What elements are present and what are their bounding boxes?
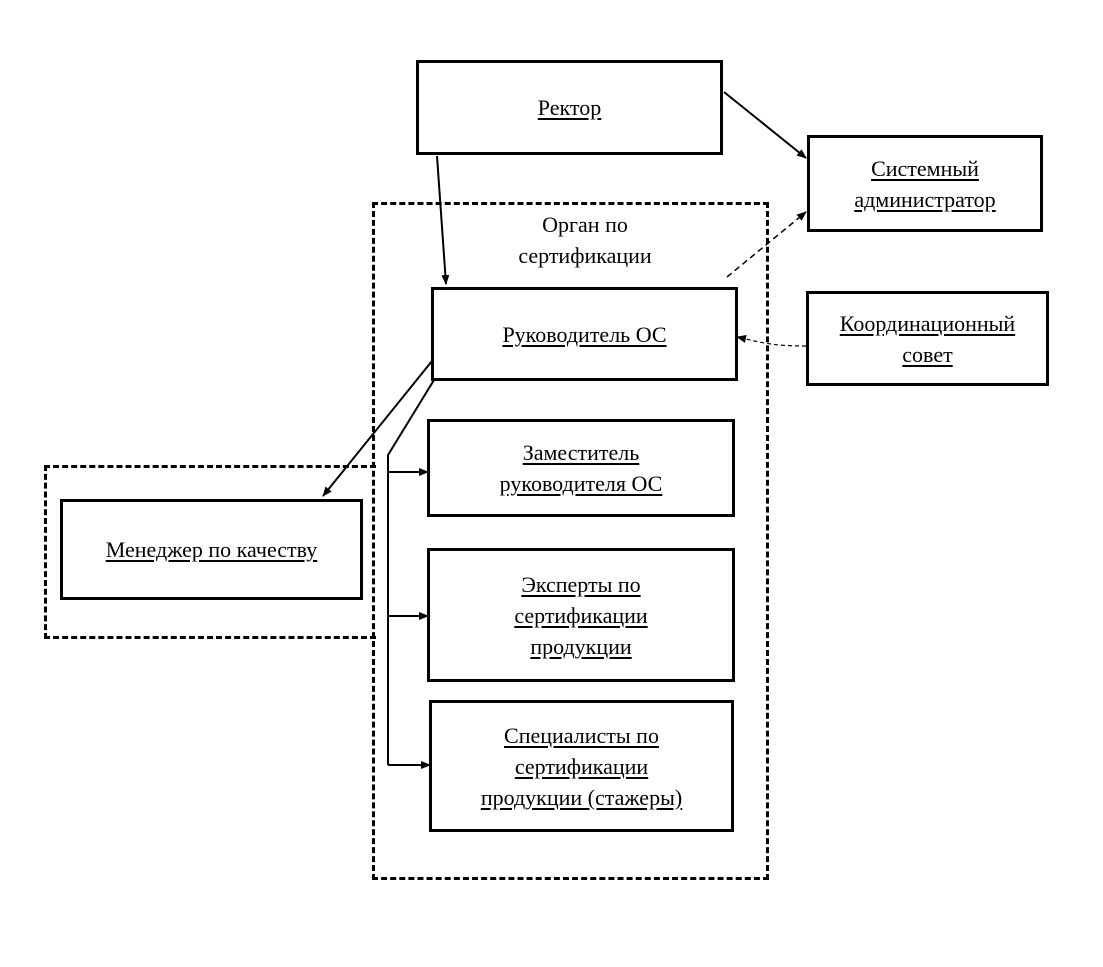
- node-specialists[interactable]: Специалисты по сертификации продукции (с…: [429, 700, 734, 832]
- node-sysadmin[interactable]: Системный администратор: [807, 135, 1043, 232]
- node-sysadmin-label: Системный администратор: [854, 155, 996, 212]
- node-quality-manager[interactable]: Менеджер по качеству: [60, 499, 363, 600]
- node-deputy-head-label: Заместитель руководителя ОС: [499, 440, 663, 496]
- node-rector[interactable]: Ректор: [416, 60, 723, 155]
- node-coordination-council[interactable]: Координационный совет: [806, 291, 1049, 386]
- edge-head-sysadmin: [726, 211, 807, 278]
- node-quality-manager-label: Менеджер по качеству: [105, 537, 318, 562]
- certification-body-group: [372, 202, 769, 880]
- edge-rector-sysadmin: [723, 91, 807, 159]
- edge-head-quality: [322, 360, 433, 497]
- node-head-cb-label: Руководитель ОС: [502, 321, 667, 347]
- node-deputy-head[interactable]: Заместитель руководителя ОС: [427, 419, 735, 517]
- certification-body-label: Орган по сертификации: [518, 212, 652, 268]
- node-specialists-label: Специалисты по сертификации продукции (с…: [480, 722, 683, 810]
- node-coordination-council-label: Координационный совет: [839, 310, 1016, 367]
- edge-council-head: [736, 335, 807, 347]
- quality-manager-group: [44, 465, 376, 639]
- node-experts-label: Эксперты по сертификации продукции: [514, 571, 648, 659]
- edge-rector-head: [436, 155, 450, 285]
- node-experts[interactable]: Эксперты по сертификации продукции: [427, 548, 735, 682]
- edge-head-bracket: [387, 379, 435, 765]
- node-rector-label: Ректор: [537, 95, 602, 120]
- node-head-cb[interactable]: Руководитель ОС: [431, 287, 738, 381]
